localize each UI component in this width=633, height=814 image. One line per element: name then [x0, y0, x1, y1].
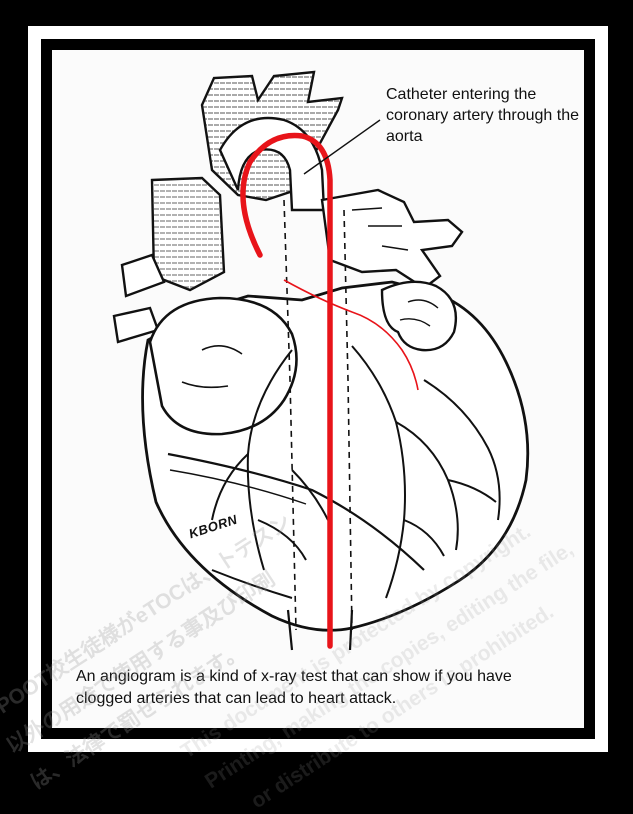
heart-body	[143, 282, 528, 630]
illustration-panel: Catheter entering the coronary artery th…	[52, 50, 584, 728]
heart-diagram	[52, 50, 584, 728]
pulmonary-arteries	[322, 190, 462, 288]
figure-caption: An angiogram is a kind of x-ray test tha…	[76, 666, 546, 710]
catheter-callout-label: Catheter entering the coronary artery th…	[386, 84, 584, 147]
